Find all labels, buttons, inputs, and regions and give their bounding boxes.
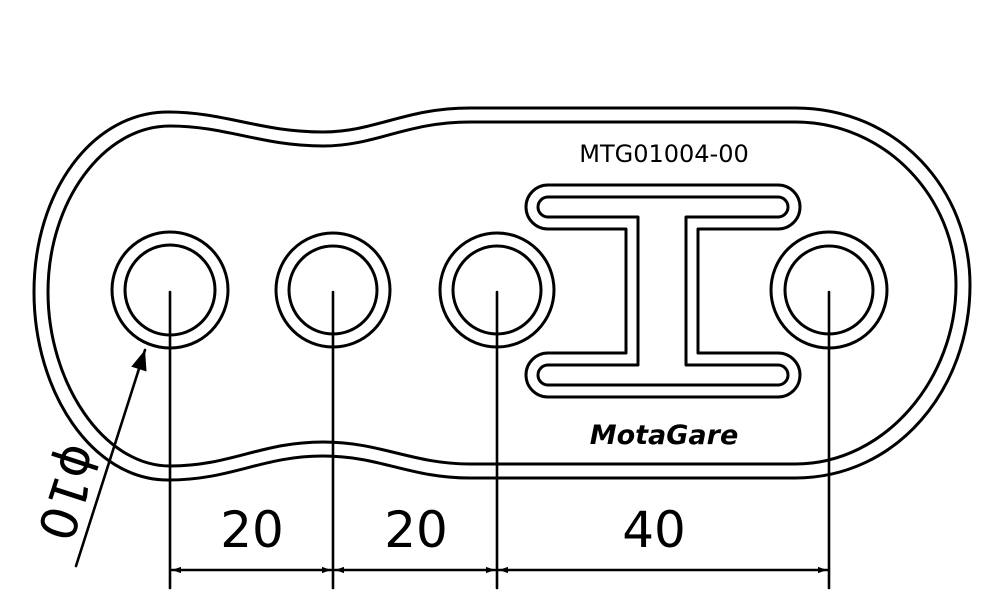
dimension-value-1: 20 [220, 501, 284, 559]
i-slot-inner [536, 195, 790, 387]
dimension-value-2: 20 [384, 501, 448, 559]
bracket-outline-inner [46, 120, 958, 468]
i-slot-outer [524, 183, 802, 399]
diameter-label: ϕ10 [26, 437, 111, 547]
diameter-leader-line [74, 348, 147, 568]
bracket-outline-outer [32, 106, 972, 482]
brand-logo: MotaGare [590, 420, 739, 451]
part-number-label: MTG01004-00 [579, 140, 749, 168]
dimension-value-3: 40 [622, 501, 686, 559]
